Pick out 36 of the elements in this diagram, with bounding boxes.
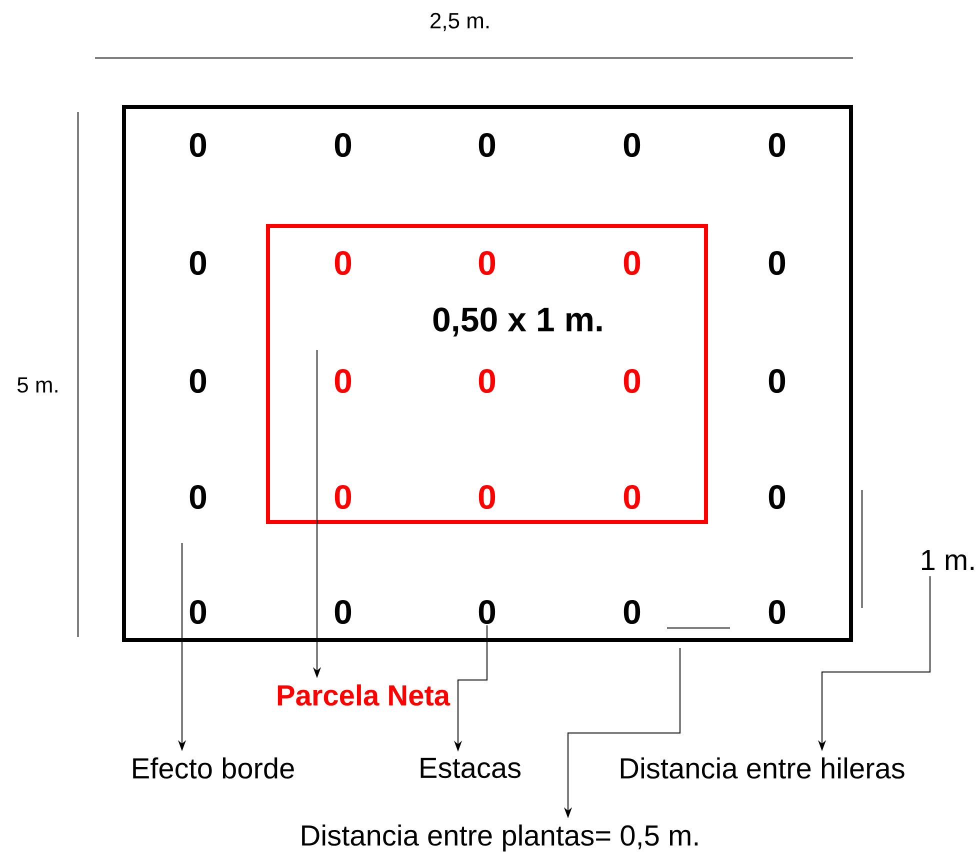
- label-text: Distancia entre plantas= 0,5 m.: [302, 824, 698, 852]
- label-text: Efecto borde: [133, 757, 294, 779]
- plant-mark: 0: [624, 484, 640, 510]
- plant-mark: 0: [190, 484, 206, 510]
- net-plot-border: [266, 224, 708, 524]
- label-text: 1 m.: [922, 550, 974, 570]
- label-text: Estacas: [420, 758, 521, 778]
- plant-mark: 0: [624, 132, 640, 158]
- dimension-label: 2,5 m.: [430, 12, 489, 32]
- plant-mark: 0: [478, 484, 496, 510]
- label-text: Distancia entre hileras: [620, 757, 904, 779]
- spacing-label: 0,50 x 1 m.: [433, 308, 602, 337]
- plant-mark: 0: [334, 132, 352, 158]
- plant-mark: 0: [334, 250, 352, 276]
- plot-border: [122, 105, 853, 642]
- plant-mark: 0: [478, 132, 496, 158]
- dimension-label: 5 m.: [17, 377, 58, 393]
- plant-mark: 0: [334, 600, 352, 624]
- plant-mark: 0: [768, 484, 786, 510]
- plant-mark: 0: [190, 600, 206, 624]
- plant-mark: 0: [624, 600, 640, 624]
- label-text: Parcela Neta: [278, 684, 450, 706]
- plant-mark: 0: [478, 250, 496, 276]
- plant-mark: 0: [768, 132, 786, 158]
- plant-mark: 0: [334, 484, 352, 510]
- plant-mark: 0: [190, 368, 206, 394]
- plant-mark: 0: [334, 368, 352, 394]
- plant-mark: 0: [768, 600, 786, 624]
- plant-mark: 0: [478, 368, 496, 394]
- plant-mark: 0: [190, 132, 206, 158]
- plant-mark: 0: [624, 250, 640, 276]
- plant-mark: 0: [768, 368, 786, 394]
- plant-mark: 0: [478, 600, 496, 624]
- plant-mark: 0: [190, 250, 206, 276]
- plant-mark: 0: [624, 368, 640, 394]
- plant-mark: 0: [768, 250, 786, 276]
